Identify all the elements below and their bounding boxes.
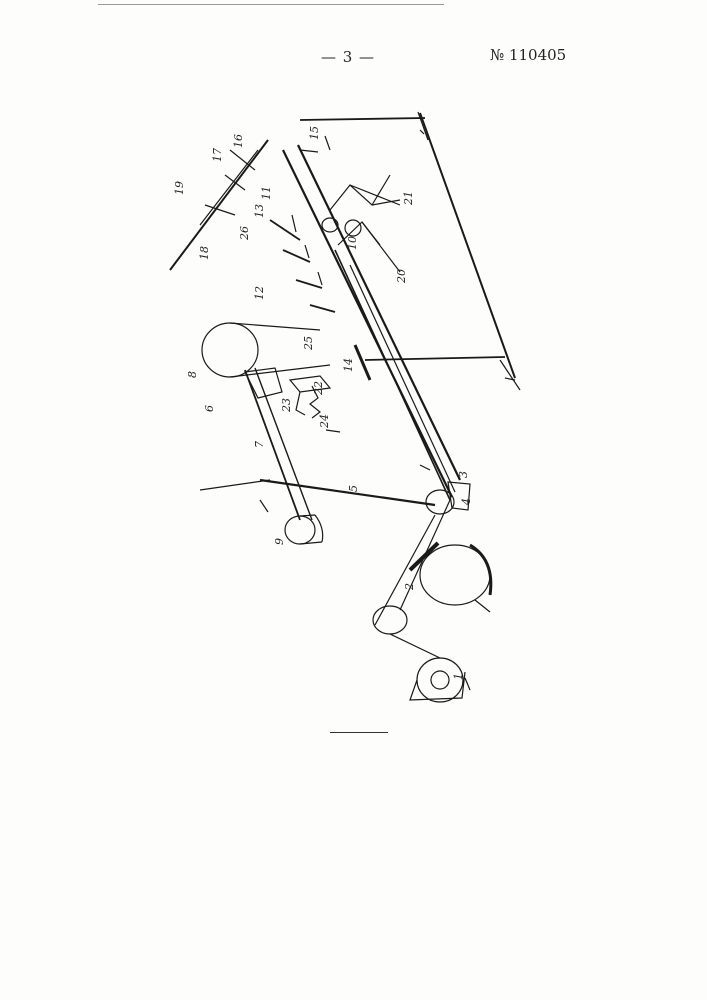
part-label-17: 17 <box>211 148 224 162</box>
part-label-12: 12 <box>253 286 266 300</box>
part-label-9: 9 <box>273 538 286 545</box>
main-rail-upper <box>298 145 460 480</box>
part-label-4: 4 <box>460 498 473 506</box>
part-label-24: 24 <box>318 414 331 429</box>
top-cross-bar <box>300 118 425 120</box>
part-label-15: 15 <box>308 126 321 140</box>
part-label-8: 8 <box>186 371 199 378</box>
part-label-16: 16 <box>232 134 245 148</box>
support-zigzag-21 <box>330 175 390 210</box>
main-rail-lower <box>283 150 452 497</box>
part-label-13: 13 <box>253 204 266 218</box>
part-label-18: 18 <box>198 246 211 260</box>
part-label-1: 1 <box>452 673 465 680</box>
bottom-rule <box>330 732 388 733</box>
part-label-23: 23 <box>280 398 293 413</box>
part-label-22: 22 <box>312 381 325 396</box>
part-label-21: 21 <box>402 191 415 206</box>
part-label-10: 10 <box>346 236 359 250</box>
lever-row-12 <box>270 215 335 312</box>
part-label-6: 6 <box>203 405 216 412</box>
part-label-11: 11 <box>260 186 273 200</box>
right-rail <box>420 113 515 378</box>
part-label-5: 5 <box>347 485 360 492</box>
part-label-3: 3 <box>457 471 470 478</box>
part-label-26: 26 <box>238 226 251 241</box>
part-label-19: 19 <box>173 181 186 195</box>
drum-8 <box>202 323 258 377</box>
part-label-25: 25 <box>302 336 315 351</box>
ground-hatch-group <box>260 112 520 690</box>
part-label-2: 2 <box>403 583 416 591</box>
part-label-20: 20 <box>395 269 408 284</box>
part-label-14: 14 <box>342 358 355 372</box>
pulley-9 <box>285 516 315 544</box>
part-label-7: 7 <box>253 441 266 448</box>
